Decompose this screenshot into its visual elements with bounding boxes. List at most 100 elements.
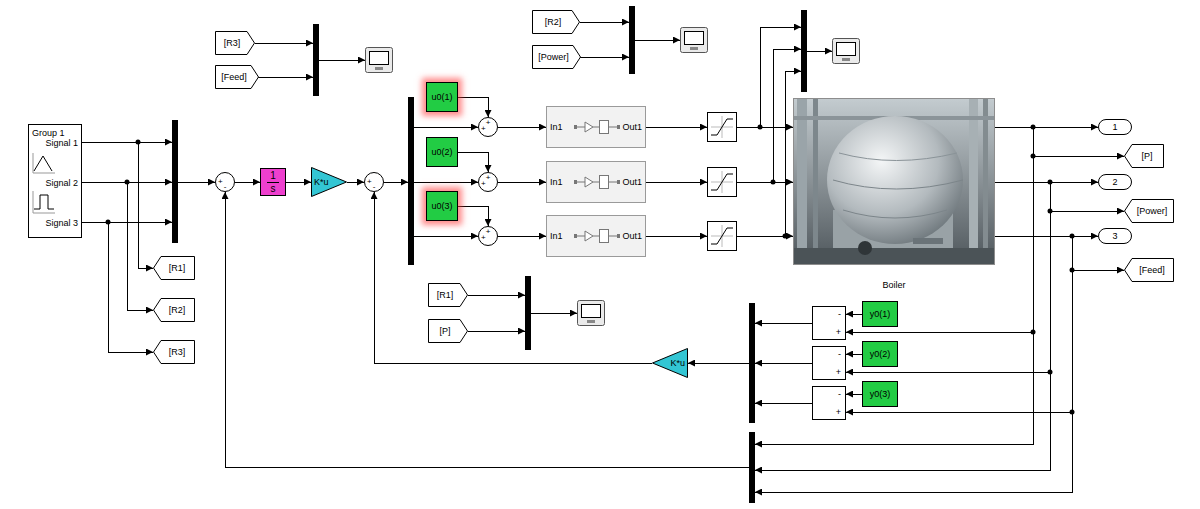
block-label: [R1] — [169, 262, 186, 274]
scope-block — [685, 32, 704, 45]
saturation-block — [708, 168, 737, 197]
scope-block — [578, 301, 605, 326]
block-graphic — [312, 168, 347, 197]
signal-wire — [635, 40, 680, 41]
boiler-photo — [839, 153, 957, 161]
mux-bar — [629, 6, 635, 74]
constant-block: y0(3) — [862, 381, 898, 407]
from-tag: [R1] — [428, 283, 468, 307]
signal-line — [498, 236, 546, 237]
from-tag: [Power] — [532, 45, 581, 69]
saturation-block — [708, 222, 737, 251]
signal-line — [374, 192, 652, 363]
label-box: + — [218, 177, 223, 186]
sum-block: -+ — [812, 346, 846, 380]
boiler-photo — [913, 238, 943, 244]
goto-tag: [P] — [1124, 144, 1164, 168]
saturation-block — [708, 113, 737, 142]
mux-bar — [172, 120, 178, 243]
subsystem-block: In1 Out1 — [546, 161, 646, 203]
block-label: In1 — [550, 121, 563, 133]
signal-line — [498, 127, 546, 128]
label-box: Out1 — [622, 121, 642, 133]
constant-block: u0(3) — [426, 191, 458, 221]
signal-wire — [646, 127, 707, 128]
block-graphic — [600, 121, 609, 134]
boiler-photo — [858, 241, 872, 255]
from-tag: [Feed] — [215, 65, 259, 89]
signal-line — [846, 314, 862, 315]
block-label: Out1 — [622, 121, 642, 133]
block-graphic — [653, 349, 688, 378]
block-graphic — [479, 173, 498, 192]
label-box: + — [481, 179, 486, 188]
scope-block — [833, 39, 860, 64]
from-tag: [R3] — [215, 31, 255, 55]
label-box: + — [367, 177, 372, 186]
label-box: In1 — [550, 176, 563, 188]
signal-wire — [531, 313, 577, 314]
signal-line — [846, 127, 1033, 332]
scope-block — [370, 52, 389, 65]
mux-bar — [749, 432, 755, 503]
label-box: [R3] — [153, 340, 195, 364]
block-graphic — [154, 257, 195, 280]
label-box: [R2] — [532, 10, 580, 34]
block-label: [R3] — [169, 346, 186, 358]
branch-dot — [783, 234, 788, 239]
block-label: + — [481, 179, 486, 188]
constant-block: u0(2) — [426, 137, 458, 167]
block-label: Group 1 — [32, 127, 65, 139]
signal-wire — [225, 192, 749, 467]
label-box: K*u — [314, 176, 329, 188]
signal-wire — [414, 182, 478, 183]
scope-block — [587, 320, 595, 323]
boiler-photo — [793, 98, 995, 265]
signal-line — [347, 182, 364, 183]
block-graphic — [574, 125, 577, 129]
mux-bar — [313, 24, 319, 96]
block-label: u0(1) — [431, 91, 452, 103]
scope-block — [837, 43, 856, 56]
saturation-block — [711, 228, 733, 244]
block-label: [Power] — [538, 51, 569, 63]
label-box: - — [838, 309, 841, 319]
block-outline — [794, 99, 994, 264]
label-box: Boiler — [794, 279, 994, 291]
sum-block: -+ — [812, 306, 846, 340]
block-graphic — [577, 182, 617, 183]
label-box: y0(3) — [863, 382, 897, 406]
label-box: Out1 — [622, 176, 642, 188]
signal-line — [82, 142, 153, 268]
signal-wire — [646, 236, 707, 237]
block-label: - — [838, 389, 841, 399]
block-label: 1 — [261, 170, 285, 181]
block-graphic — [429, 320, 468, 343]
saturation-block — [711, 119, 733, 135]
block-label: 3 — [1112, 230, 1117, 242]
block-label: [Feed] — [221, 71, 247, 83]
block-graphic — [1099, 175, 1132, 190]
scope-block — [690, 47, 698, 50]
label-box: Out1 — [622, 230, 642, 242]
saturation-block — [708, 168, 737, 197]
signal-line — [846, 236, 1072, 412]
boiler-block: Boiler — [793, 98, 995, 265]
label-box: [Power] — [1124, 199, 1174, 223]
signal-wire — [755, 323, 812, 324]
branch-dot — [106, 125, 1075, 415]
block-label: + — [367, 177, 372, 186]
integrator-block: 1s — [260, 168, 286, 196]
signal-wire — [468, 295, 525, 296]
block-graphic — [1125, 145, 1164, 168]
block-graphic — [1099, 229, 1132, 244]
block-graphic — [216, 66, 259, 89]
block-graphic — [585, 122, 593, 132]
label-box: + — [836, 367, 841, 377]
scope-block — [366, 48, 393, 73]
label-box: [P] — [1124, 144, 1164, 168]
label-box: u0(2) — [427, 138, 457, 166]
signal-wire — [580, 22, 629, 23]
saturation-block — [711, 225, 733, 247]
label-box: [R3] — [215, 31, 255, 55]
